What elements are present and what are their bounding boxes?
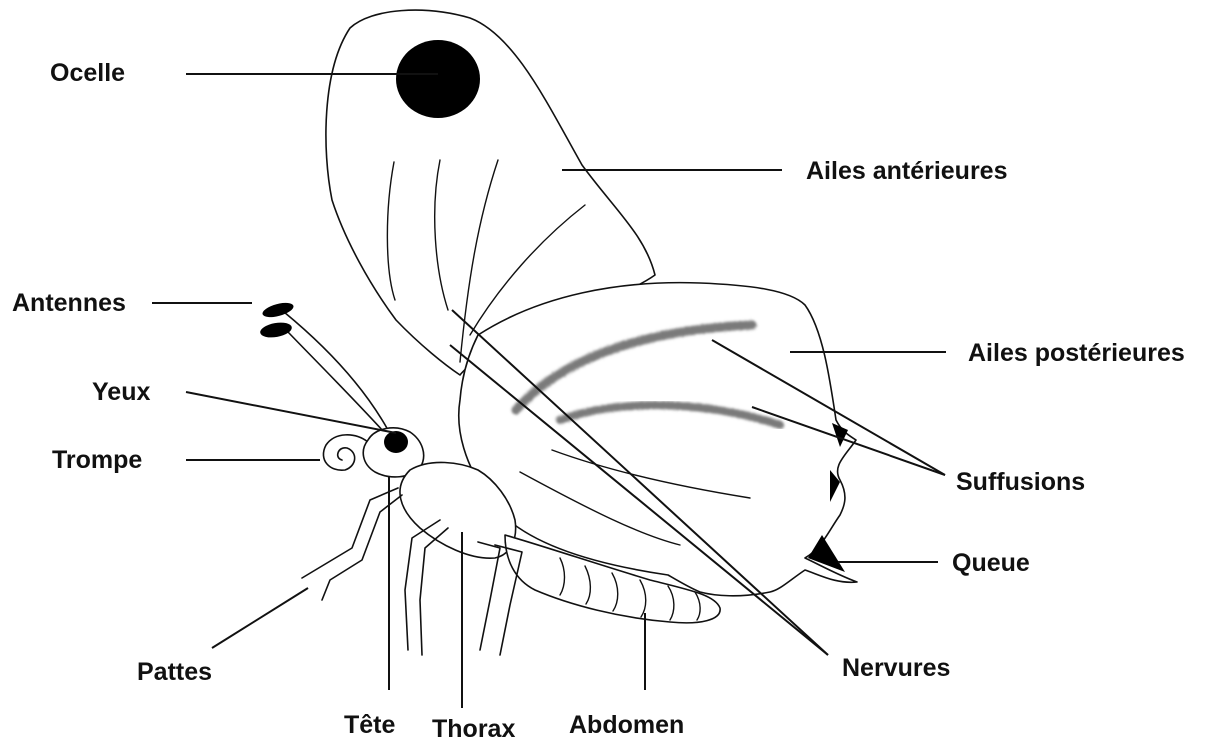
antenna-club bbox=[259, 320, 293, 339]
leader-pattes bbox=[212, 588, 308, 648]
leader-yeux bbox=[186, 392, 396, 433]
label-ailes-anterieures: Ailes antérieures bbox=[806, 157, 1008, 185]
leg bbox=[302, 488, 398, 578]
label-pattes: Pattes bbox=[137, 658, 212, 686]
eye bbox=[384, 431, 408, 453]
label-nervures: Nervures bbox=[842, 654, 950, 682]
label-tete: Tête bbox=[344, 711, 396, 739]
label-trompe: Trompe bbox=[52, 446, 142, 474]
label-yeux: Yeux bbox=[92, 378, 150, 406]
label-antennes: Antennes bbox=[12, 289, 126, 317]
leg bbox=[420, 528, 448, 655]
butterfly-illustration bbox=[259, 10, 857, 655]
label-queue: Queue bbox=[952, 549, 1030, 577]
label-ailes-posterieures: Ailes postérieures bbox=[968, 339, 1185, 367]
proboscis-spiral bbox=[323, 435, 368, 470]
label-abdomen: Abdomen bbox=[569, 711, 684, 739]
antenna bbox=[284, 312, 388, 430]
label-ocelle: Ocelle bbox=[50, 59, 125, 87]
ocelle-spot bbox=[396, 40, 480, 118]
label-suffusions: Suffusions bbox=[956, 468, 1085, 496]
label-thorax: Thorax bbox=[432, 715, 515, 742]
antenna bbox=[288, 332, 384, 432]
